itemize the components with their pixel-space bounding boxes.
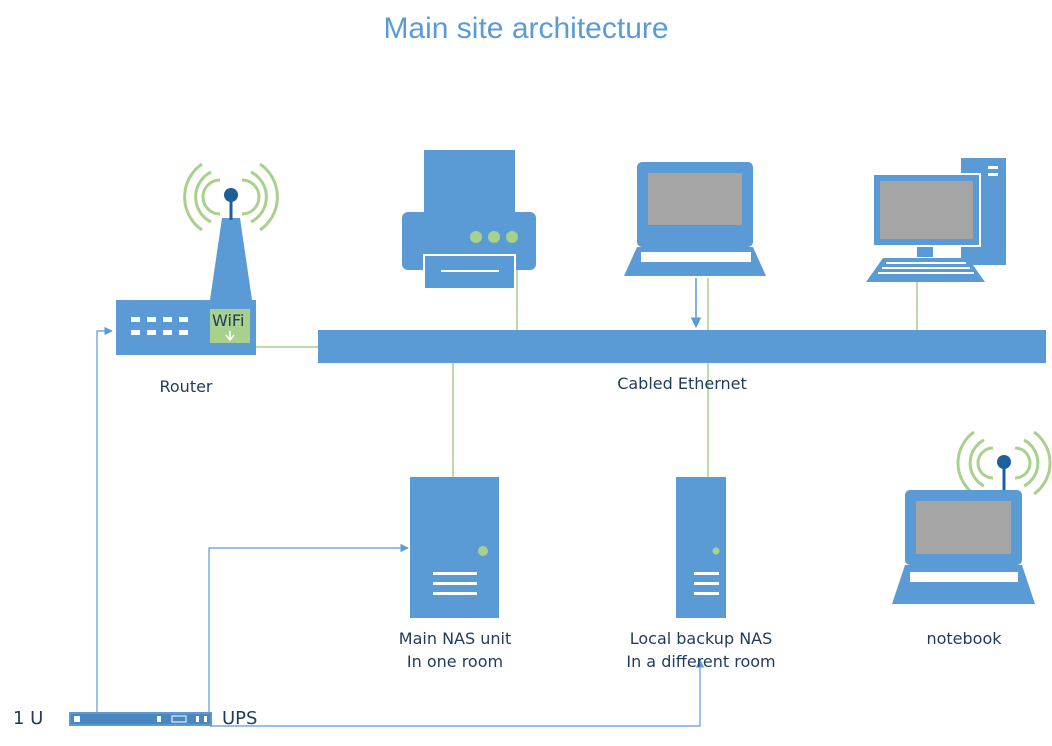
router-wifi-waves-icon <box>183 162 279 232</box>
power-lines <box>96 326 705 727</box>
ethernet-backbone <box>318 330 1046 363</box>
main-nas-label-line1: Main NAS unit <box>398 629 512 648</box>
router-label: Router <box>159 377 213 396</box>
backup-nas-label-line1: Local backup NAS <box>629 629 773 648</box>
ups-size-label: 1 U <box>13 708 44 729</box>
router-antenna <box>210 218 252 300</box>
ups-icon <box>69 712 212 726</box>
diagram-title: Main site architecture <box>383 12 669 45</box>
power-line-router <box>96 326 113 712</box>
printer-icon <box>402 150 536 290</box>
power-line-main-nas <box>208 543 409 712</box>
ups-label: UPS <box>222 708 258 729</box>
network-label: Cabled Ethernet <box>617 374 747 393</box>
backup-nas-label-line2: In a different room <box>626 652 776 671</box>
main-nas-icon <box>410 477 499 618</box>
router-antenna-tip <box>224 188 238 202</box>
notebook-icon <box>892 430 1052 604</box>
router-wifi-label: WiFi <box>212 311 245 330</box>
desktop-icon <box>866 158 1006 282</box>
notebook-label: notebook <box>926 629 1002 648</box>
notebook-wifi-waves-icon <box>956 430 1052 496</box>
router <box>116 162 279 355</box>
laptop-icon <box>624 162 766 276</box>
power-line-backup-nas <box>210 659 705 727</box>
main-nas-label-line2: In one room <box>406 652 504 671</box>
network-links <box>160 268 918 477</box>
router-ports <box>131 317 188 335</box>
backup-nas-icon <box>676 477 726 618</box>
